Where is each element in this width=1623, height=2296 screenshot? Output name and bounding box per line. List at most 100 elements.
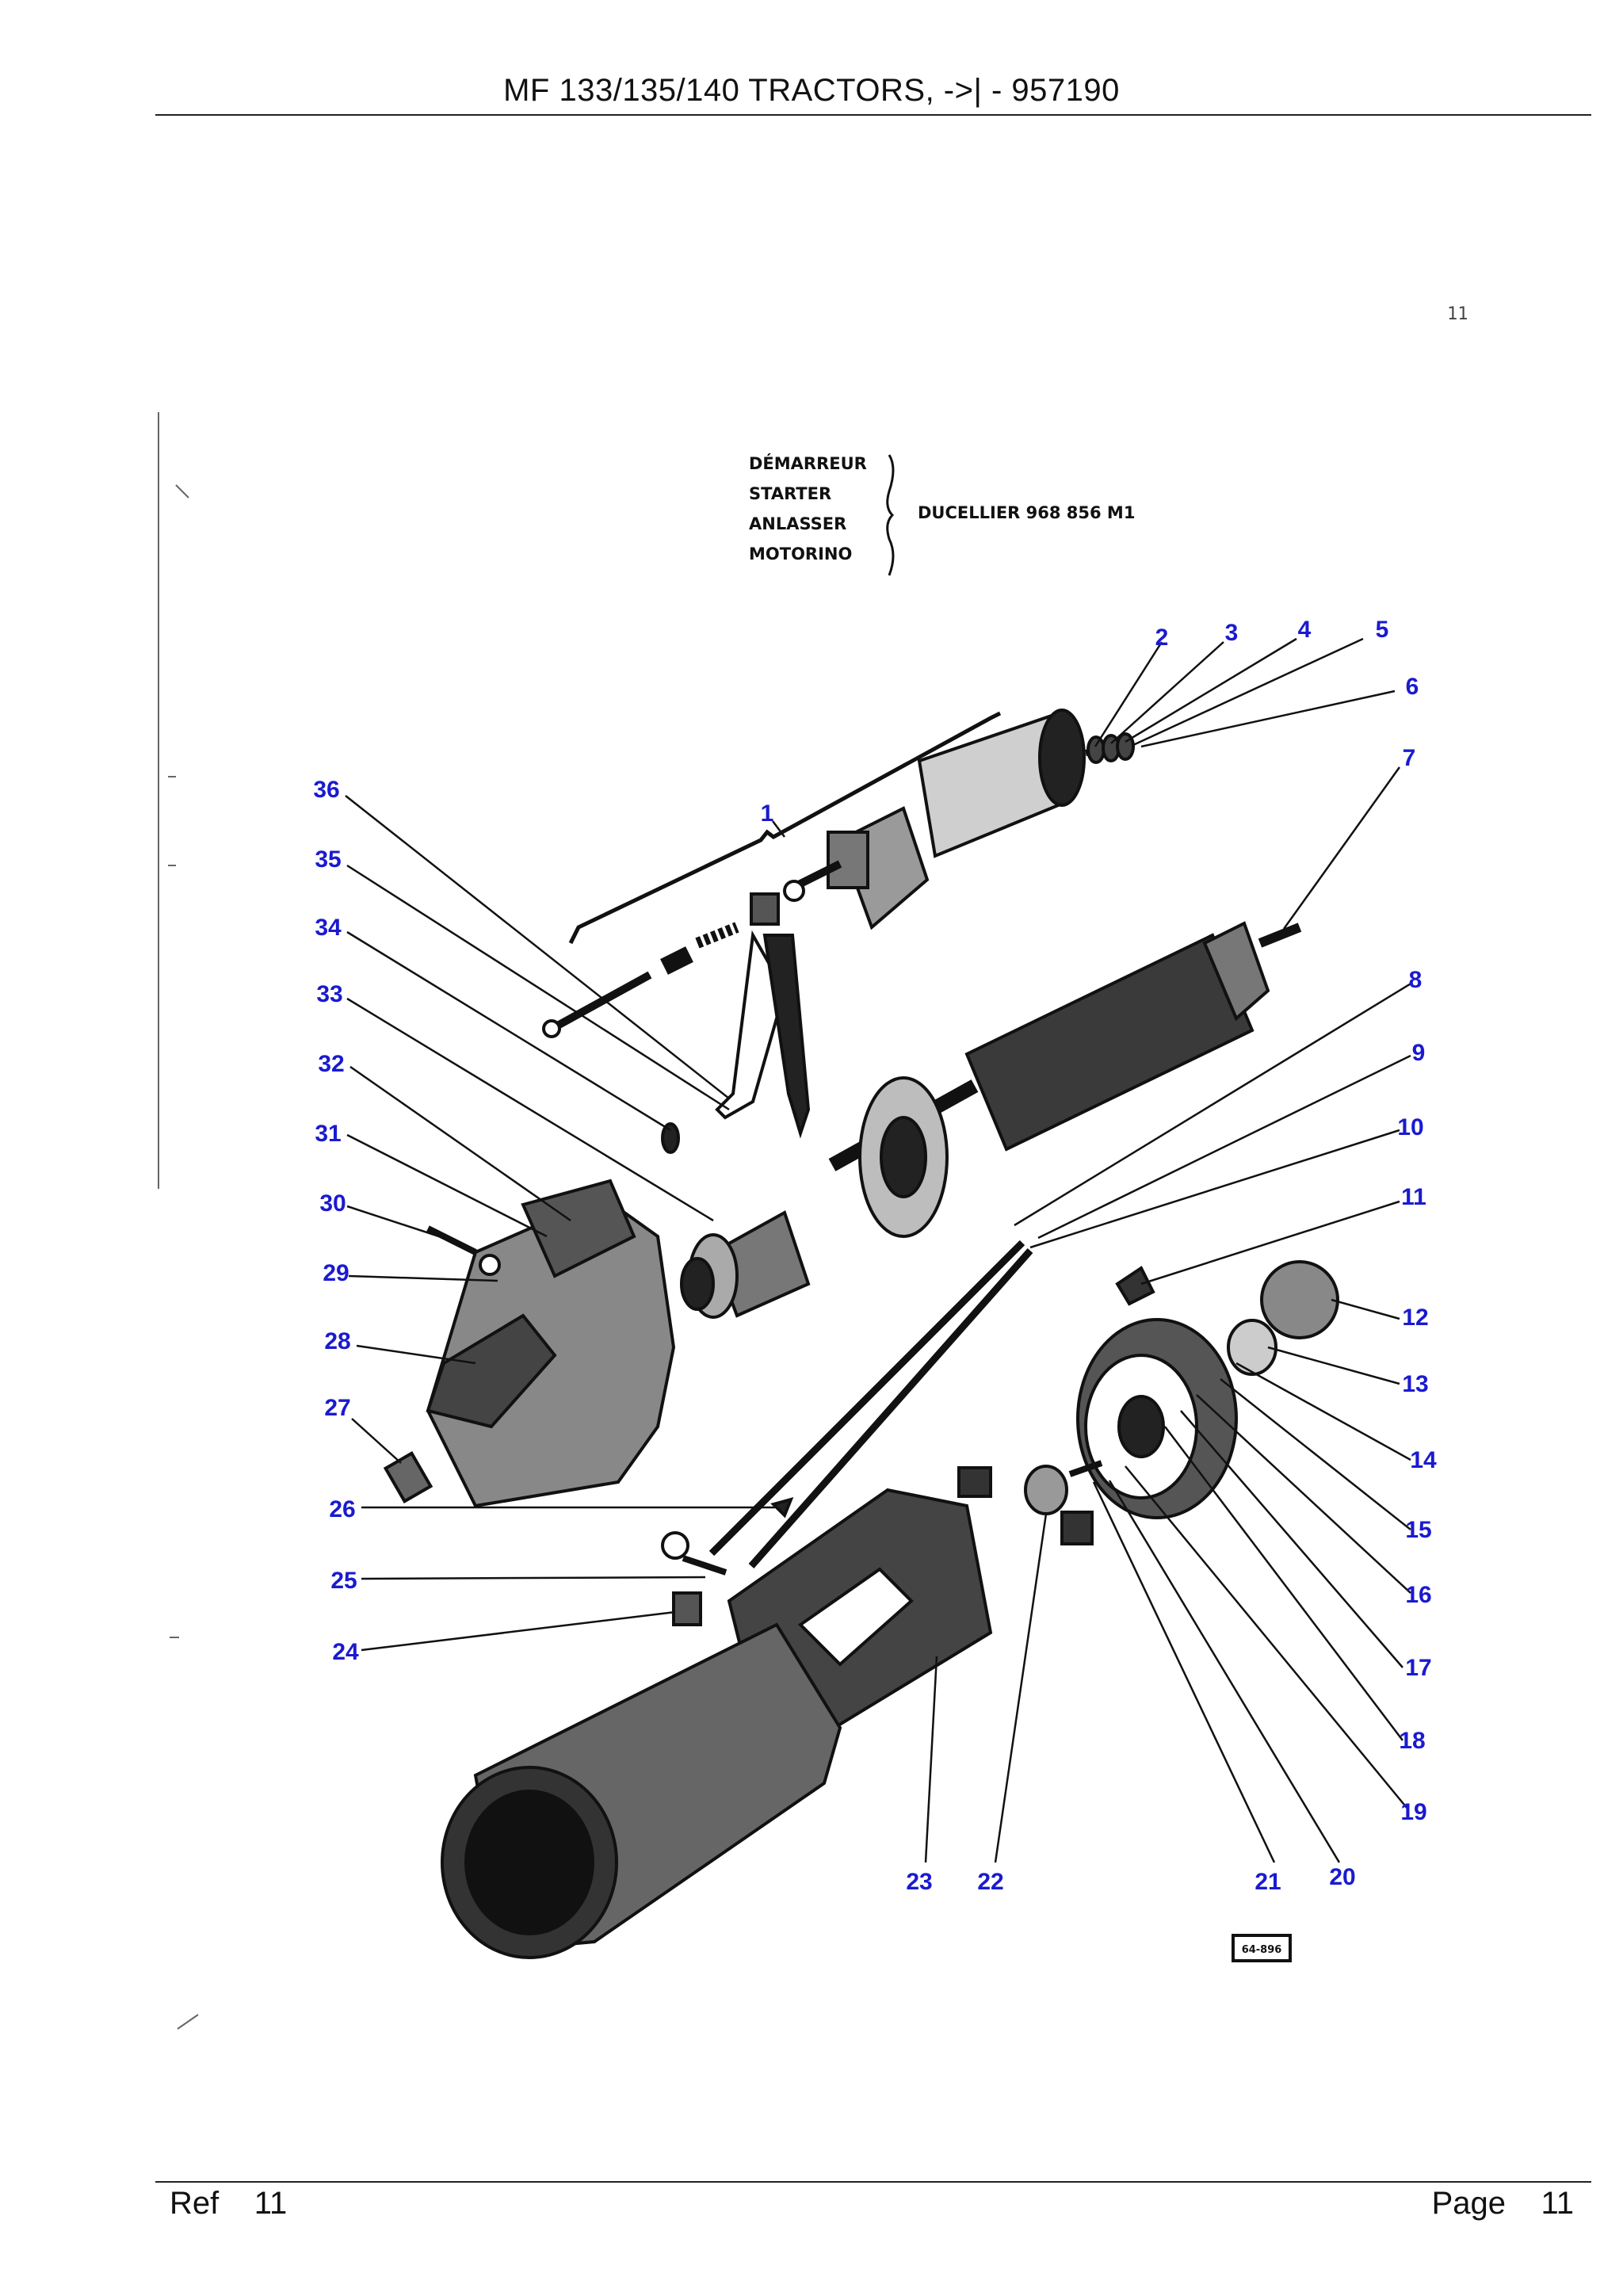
leader-21 xyxy=(1092,1481,1276,1863)
callout-24: 24 xyxy=(332,1639,359,1665)
callout-19: 19 xyxy=(1400,1799,1426,1825)
callout-8: 8 xyxy=(1409,967,1423,993)
footer-page-label: Page xyxy=(1431,2186,1507,2221)
callout-11: 11 xyxy=(1401,1184,1426,1210)
leader-28 xyxy=(356,1344,476,1365)
leader-31 xyxy=(346,1133,548,1238)
callout-32: 32 xyxy=(318,1051,344,1077)
leader-1 xyxy=(772,820,785,838)
leader-9 xyxy=(1037,1054,1411,1240)
leader-24 xyxy=(361,1610,676,1652)
callout-33: 33 xyxy=(316,981,342,1007)
caption-block: DÉMARREUR STARTER ANLASSER MOTORINO DUCE… xyxy=(749,453,1135,576)
footer-rule xyxy=(155,2181,1591,2183)
callout-16: 16 xyxy=(1405,1582,1431,1608)
scan-marks xyxy=(158,412,199,2030)
footer-ref-label: Ref xyxy=(170,2186,220,2221)
leader-6 xyxy=(1140,690,1396,748)
drive-pinion xyxy=(680,1210,811,1319)
callout-25: 25 xyxy=(330,1568,357,1594)
corner-mark: 11 xyxy=(1447,304,1468,324)
callout-35: 35 xyxy=(315,846,341,873)
callout-30: 30 xyxy=(319,1190,346,1217)
leader-13 xyxy=(1267,1346,1400,1385)
leader-15 xyxy=(1220,1378,1411,1530)
leader-17 xyxy=(1180,1410,1403,1668)
callout-15: 15 xyxy=(1405,1517,1431,1543)
callout-13: 13 xyxy=(1402,1371,1428,1397)
footer-page: Page 11 xyxy=(1432,2186,1574,2222)
callout-7: 7 xyxy=(1403,745,1416,771)
callout-12: 12 xyxy=(1402,1305,1428,1331)
leader-14 xyxy=(1235,1362,1411,1461)
leader-2 xyxy=(1094,641,1163,747)
footer-page-value: 11 xyxy=(1541,2186,1574,2221)
callout-36: 36 xyxy=(313,777,339,803)
callout-34: 34 xyxy=(315,915,342,941)
caption-brace xyxy=(886,454,895,576)
leader-11 xyxy=(1140,1200,1400,1286)
callout-22: 22 xyxy=(977,1869,1003,1895)
leader-20 xyxy=(1108,1480,1341,1863)
page-title: MF 133/135/140 TRACTORS, ->| - 957190 xyxy=(503,73,1120,108)
leader-33 xyxy=(346,997,714,1222)
leader-27 xyxy=(351,1418,402,1464)
callout-4: 4 xyxy=(1298,617,1312,643)
callout-18: 18 xyxy=(1399,1728,1425,1754)
footer-ref: Ref 11 xyxy=(170,2186,287,2222)
leader-34 xyxy=(346,930,671,1132)
callout-29: 29 xyxy=(323,1260,349,1286)
callout-1: 1 xyxy=(761,800,774,827)
callout-labels: 1 2 3 4 5 6 7 8 9 10 11 12 13 14 15 16 1… xyxy=(313,617,1437,1895)
leader-25 xyxy=(361,1576,706,1580)
leader-7 xyxy=(1282,766,1401,930)
leader-8 xyxy=(1014,981,1413,1227)
callout-14: 14 xyxy=(1410,1447,1437,1473)
leader-29 xyxy=(348,1274,498,1282)
caption-name-2: STARTER xyxy=(749,484,831,503)
armature xyxy=(828,921,1302,1238)
through-bolts xyxy=(708,1240,1033,1568)
footer-ref-value: 11 xyxy=(254,2186,288,2221)
figure-badge-label: 64-896 xyxy=(1242,1944,1282,1956)
leader-18 xyxy=(1164,1426,1403,1741)
caption-name-4: MOTORINO xyxy=(749,544,852,563)
leader-22 xyxy=(994,1513,1048,1863)
leader-36 xyxy=(345,795,730,1099)
yoke-housing xyxy=(441,1622,842,1959)
leader-23 xyxy=(924,1656,938,1863)
drive-end-housing xyxy=(383,1179,676,1508)
solenoid-assembly xyxy=(568,709,1135,945)
callout-17: 17 xyxy=(1405,1655,1431,1681)
callout-21: 21 xyxy=(1254,1869,1281,1895)
callout-2: 2 xyxy=(1155,625,1169,651)
leader-3 xyxy=(1110,641,1224,744)
caption-name-1: DÉMARREUR xyxy=(749,453,867,473)
callout-23: 23 xyxy=(906,1869,932,1895)
caption-name-3: ANLASSER xyxy=(749,514,846,533)
header-rule xyxy=(155,114,1591,116)
terminal-hardware xyxy=(661,1497,794,1626)
callout-31: 31 xyxy=(315,1121,341,1147)
leader-4 xyxy=(1125,637,1297,743)
callout-10: 10 xyxy=(1397,1114,1423,1140)
figure-badge: 64-896 xyxy=(1232,1934,1292,1962)
callout-6: 6 xyxy=(1406,674,1419,700)
callout-26: 26 xyxy=(329,1496,355,1522)
callout-28: 28 xyxy=(324,1328,350,1354)
leader-32 xyxy=(349,1065,571,1222)
callout-9: 9 xyxy=(1412,1040,1426,1066)
leader-16 xyxy=(1196,1394,1411,1594)
leader-10 xyxy=(1029,1129,1400,1249)
callout-27: 27 xyxy=(324,1395,350,1421)
leader-lines xyxy=(345,637,1413,1863)
leader-5 xyxy=(1132,637,1364,747)
leader-35 xyxy=(346,864,730,1111)
callout-3: 3 xyxy=(1225,620,1239,646)
leader-30 xyxy=(346,1205,445,1240)
leader-19 xyxy=(1125,1465,1408,1809)
lever-fork-group xyxy=(542,892,811,1154)
caption-part-number: DUCELLIER 968 856 M1 xyxy=(918,503,1135,522)
callout-20: 20 xyxy=(1329,1864,1355,1890)
